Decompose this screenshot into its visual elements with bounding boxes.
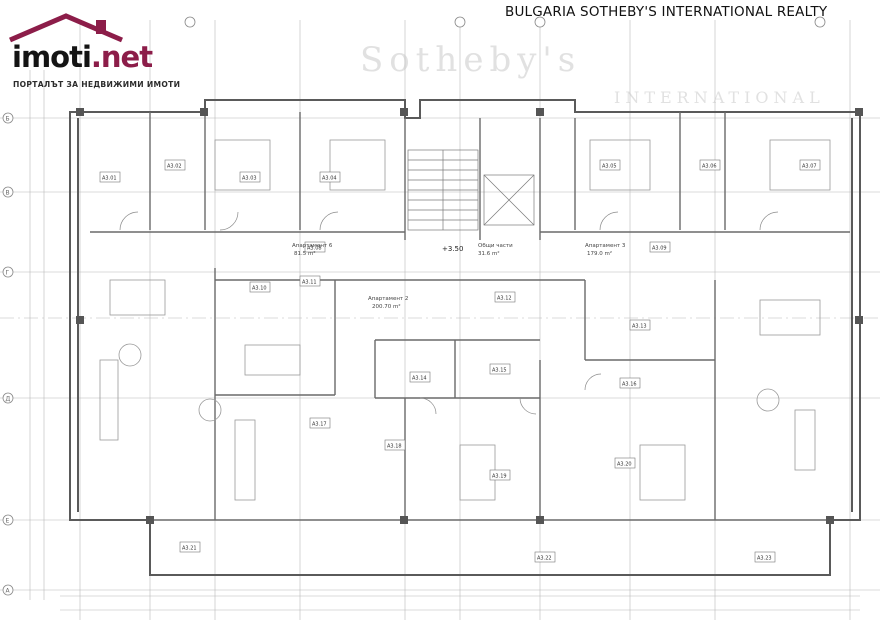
room-tag: A3.16	[622, 382, 637, 388]
common-area-label: Общи части	[478, 243, 513, 249]
room-tag: A3.23	[757, 556, 772, 562]
room-tag: A3.17	[312, 422, 327, 428]
common-area-area: 31.6 m²	[478, 250, 500, 257]
axis-label: А	[6, 588, 11, 595]
room-tag: A3.09	[652, 246, 667, 252]
axis-markers	[2, 16, 826, 596]
apartment-3-area: 179.0 m²	[587, 250, 612, 257]
room-tag: A3.12	[497, 296, 512, 302]
apartment-6-area: 81.5 m²	[294, 250, 316, 257]
apartment-2-label: Апартамент 2	[368, 296, 408, 302]
axis-label: Б	[6, 116, 10, 123]
door-swings	[119, 211, 779, 415]
exterior-walls	[69, 99, 861, 576]
room-tag: A3.01	[102, 176, 117, 182]
watermark-sothebys: Sotheby's	[360, 40, 582, 80]
plan-labels: Апартамент 6 81.5 m² Апартамент 2 200.70…	[292, 243, 626, 310]
axis-label: Е	[6, 518, 10, 525]
room-tag: A3.06	[702, 164, 717, 170]
apartment-3-label: Апартамент 3	[585, 243, 626, 249]
imoti-logo[interactable]: imoti.net ПОРТАЛЪТ ЗА НЕДВИЖИМИ ИМОТИ	[4, 10, 180, 89]
room-tag: A3.11	[302, 280, 317, 286]
room-tag: A3.15	[492, 368, 507, 374]
logo-name-part1: imoti	[12, 40, 92, 74]
level-mark: +3.50	[442, 245, 463, 253]
room-tag: A3.07	[802, 164, 817, 170]
apartment-2-area: 200.70 m²	[372, 303, 401, 310]
interior-walls	[90, 112, 850, 521]
house-roof-icon	[9, 13, 123, 43]
stair-core	[407, 149, 535, 231]
room-tag: A3.18	[387, 444, 402, 450]
room-tag: A3.05	[602, 164, 617, 170]
room-tag: A3.02	[167, 164, 182, 170]
logo-wordmark: imoti.net	[12, 40, 153, 74]
room-tag: A3.21	[182, 546, 197, 552]
axis-label: Г	[6, 270, 10, 277]
dimension-grid	[0, 20, 880, 620]
axis-label: В	[6, 190, 10, 197]
room-tag: A3.19	[492, 474, 507, 480]
logo-name-part2: .net	[90, 40, 153, 74]
room-tag: A3.14	[412, 376, 427, 382]
room-tag: A3.03	[242, 176, 257, 182]
axis-label: Д	[6, 396, 11, 403]
room-tag: A3.22	[537, 556, 552, 562]
room-tag: A3.04	[322, 176, 337, 182]
agency-header: BULGARIA SOTHEBY'S INTERNATIONAL REALTY	[505, 4, 828, 20]
logo-tagline: ПОРТАЛЪТ ЗА НЕДВИЖИМИ ИМОТИ	[13, 80, 181, 89]
columns	[76, 108, 863, 524]
room-tag: A3.13	[632, 324, 647, 330]
room-tags-drawing	[99, 159, 821, 563]
room-tag: A3.08	[307, 246, 322, 252]
room-tag: A3.10	[252, 286, 267, 292]
watermark-international: INTERNATIONAL	[614, 88, 825, 107]
furniture	[99, 139, 831, 501]
room-tag: A3.20	[617, 462, 632, 468]
apartment-6-label: Апартамент 6	[292, 243, 333, 249]
